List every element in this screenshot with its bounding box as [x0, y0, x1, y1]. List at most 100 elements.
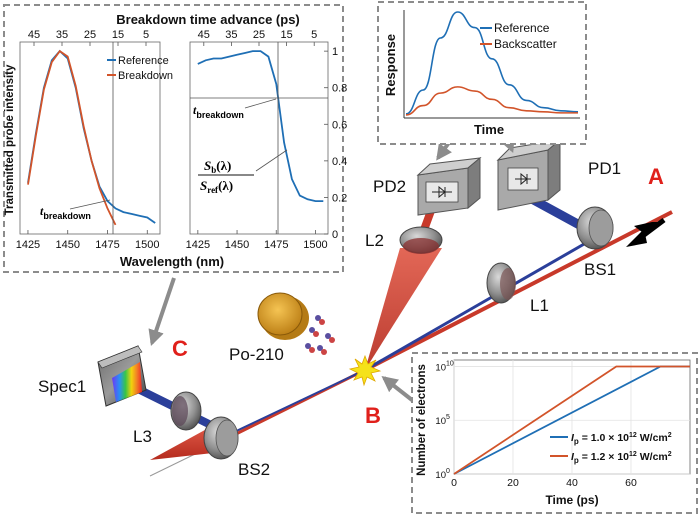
label-pd1: PD1 [588, 159, 621, 178]
left-spectrum-plot: 1425 1450 1475 1500 [16, 49, 160, 251]
spec1-spectrometer [97, 345, 147, 407]
red-cone-l2 [365, 248, 442, 370]
bs1-beamsplitter [576, 206, 614, 250]
label-l1: L1 [530, 296, 549, 315]
beam-to-pd1 [525, 193, 590, 233]
x-tick-label: 1425 [186, 239, 210, 251]
y-tick-label: 1 [332, 46, 338, 58]
electron-y-tick: 10 [435, 362, 446, 373]
pd1-photodiode [496, 138, 562, 211]
response-xlabel: Time [474, 122, 504, 137]
legend-breakdown: Breakdown [118, 70, 173, 82]
electron-y-tick: 10 [435, 416, 446, 427]
y-tick-label: 0 [332, 229, 338, 241]
svg-text:Sb(λ): Sb(λ) [204, 158, 231, 175]
spectra-top-title: Breakdown time advance (ps) [116, 12, 300, 27]
beam-to-bs2-blue [231, 369, 366, 434]
series-ratio [197, 50, 324, 202]
x-tick-label: 1425 [16, 239, 40, 251]
top-tick-label: 5 [311, 29, 317, 41]
x-tick-label: 1475 [95, 239, 119, 251]
y-tick-label: 0.8 [332, 83, 347, 95]
electron-ylabel: Number of electrons [416, 364, 428, 476]
arrow-inset-to-focus [381, 376, 414, 402]
electron-legend: Ip = 1.0 × 1012 W/cm2 Ip = 1.2 × 1012 W/… [550, 432, 672, 465]
label-l2: L2 [365, 231, 384, 250]
top-tick-label: 35 [225, 29, 237, 41]
y-tick-label: 0.6 [332, 119, 347, 131]
label-pd2: PD2 [373, 177, 406, 196]
label-bs1: BS1 [584, 260, 616, 279]
legend-resp-backscatter: Backscatter [494, 37, 557, 51]
top-tick-label: 45 [28, 29, 40, 41]
series-ip-1-2 [453, 365, 690, 475]
legend-ip-1: Ip = 1.0 × 1012 W/cm2 [571, 432, 672, 446]
y-tick-label: 0.4 [332, 156, 347, 168]
series-breakdown [27, 49, 117, 226]
ratio-formula: Sb(λ) Sref(λ) [198, 158, 254, 195]
spectra-xlabel: Wavelength (nm) [120, 254, 224, 269]
electron-x-tick: 20 [507, 477, 519, 489]
arrow-spec-to-spec1 [148, 277, 176, 347]
x-tick-label: 1475 [264, 239, 288, 251]
x-tick-label: 1450 [55, 239, 79, 251]
top-tick-label: 25 [253, 29, 265, 41]
probe-beam-blue [364, 230, 606, 372]
label-l3: L3 [133, 427, 152, 446]
electron-curves [453, 365, 690, 475]
x-tick-label: 1500 [303, 239, 327, 251]
label-bs2: BS2 [238, 460, 270, 479]
response-curves [405, 11, 579, 116]
alpha-particles [305, 315, 335, 355]
electron-y-tick: 10 [435, 470, 446, 481]
series-resp-reference [405, 11, 579, 115]
x-tick-label: 1500 [135, 239, 159, 251]
legend-reference: Reference [118, 55, 169, 67]
l2-lens [399, 226, 443, 254]
y-tick-label: 0.2 [332, 192, 347, 204]
right-plot-frame [189, 41, 329, 235]
panel-label-a: A [648, 164, 664, 189]
response-legend: Reference Backscatter [480, 21, 557, 51]
electron-y-tick-exp: 5 [446, 414, 450, 421]
l3-lens [170, 391, 202, 431]
t-breakdown-left: tbreakdown [40, 204, 91, 221]
probe-beam-red [364, 210, 673, 372]
response-inset: Response Time Reference Backscatter [377, 1, 587, 145]
pd2-photodiode [416, 156, 482, 216]
electron-xlabel: Time (ps) [545, 493, 598, 507]
legend-resp-reference: Reference [494, 21, 550, 35]
x-tick-label: 1450 [225, 239, 249, 251]
top-tick-label: 15 [112, 29, 124, 41]
spectra-top-ticks: 45 35 25 15 5 45 35 25 15 5 [28, 29, 317, 46]
legend-ip-2: Ip = 1.2 × 1012 W/cm2 [571, 451, 672, 465]
electron-y-tick-exp: 10 [446, 360, 454, 367]
panel-label-c: C [172, 336, 188, 361]
label-spec1: Spec1 [38, 377, 86, 396]
top-tick-label: 15 [280, 29, 292, 41]
top-tick-label: 25 [84, 29, 96, 41]
t-breakdown-right: tbreakdown [193, 103, 244, 120]
top-tick-label: 5 [143, 29, 149, 41]
l1-lens [486, 262, 516, 304]
spectra-ylabel: Transmitted probe intensity [4, 64, 16, 215]
label-po210: Po-210 [229, 345, 284, 364]
response-ylabel: Response [383, 34, 398, 96]
electron-x-tick: 0 [451, 477, 457, 489]
top-tick-label: 45 [198, 29, 210, 41]
series-resp-backscatter [405, 86, 578, 116]
breakdown-spark-icon [348, 354, 382, 387]
spectra-legend: Reference Breakdown [107, 55, 173, 82]
left-plot-frame [19, 41, 161, 235]
svg-text:Sref(λ): Sref(λ) [200, 178, 233, 195]
top-tick-label: 35 [56, 29, 68, 41]
po210-source [257, 292, 335, 355]
panel-label-b: B [365, 403, 381, 428]
bs2-beamsplitter [203, 416, 239, 460]
electron-y-tick-exp: 0 [446, 468, 450, 475]
electron-x-tick: 60 [625, 477, 637, 489]
